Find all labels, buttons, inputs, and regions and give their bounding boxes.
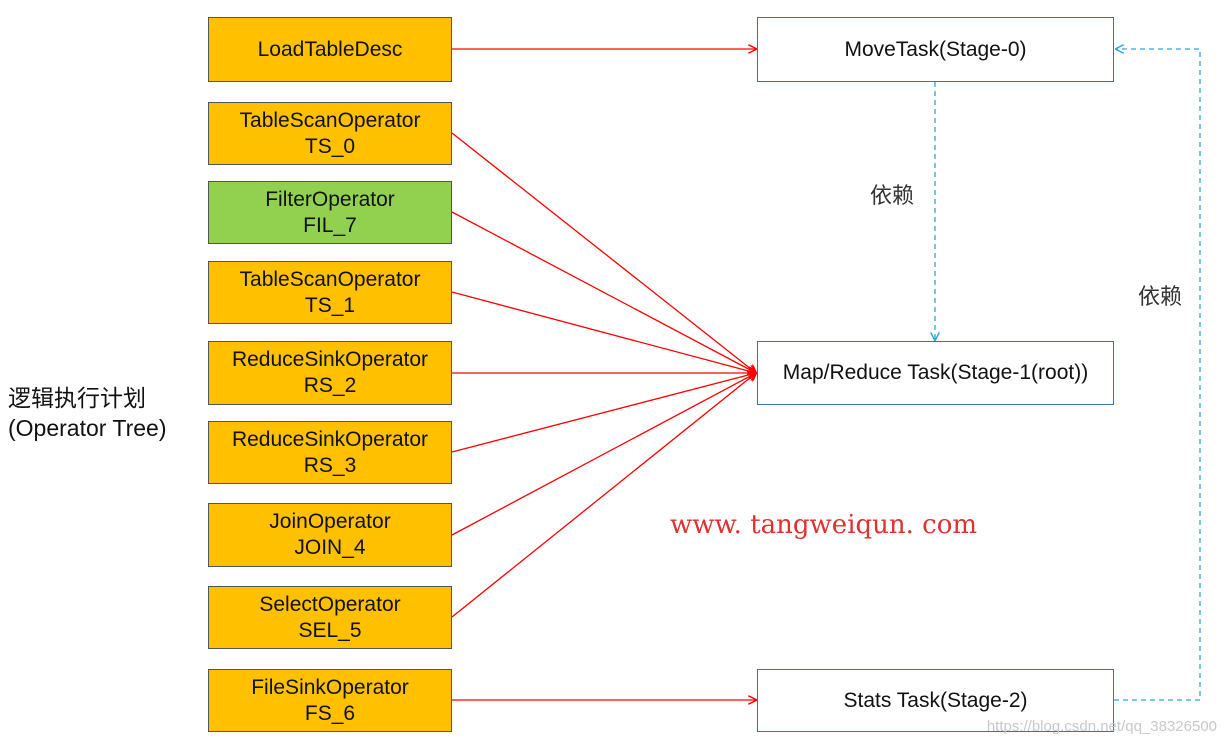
operator-name: JoinOperator bbox=[269, 510, 391, 533]
task-movetask: MoveTask(Stage-0) bbox=[757, 17, 1114, 82]
operator-id: FS_6 bbox=[304, 701, 356, 725]
operator-ts1: TableScanOperator TS_1 bbox=[208, 261, 452, 324]
operator-id: JOIN_4 bbox=[294, 536, 366, 559]
logical-plan-label-line2: (Operator Tree) bbox=[8, 415, 167, 441]
operator-loadtabledesc: LoadTableDesc bbox=[208, 17, 452, 82]
edge-ts1-to-mapreduce bbox=[451, 291, 756, 373]
operator-name: TableScanOperator bbox=[239, 267, 421, 291]
task-label: Map/Reduce Task(Stage-1(root)) bbox=[782, 361, 1089, 384]
operator-join4: JoinOperator JOIN_4 bbox=[208, 503, 452, 567]
task-statstask: Stats Task(Stage-2) bbox=[757, 669, 1114, 732]
source-watermark: https://blog.csdn.net/qq_38326500 bbox=[986, 718, 1217, 735]
operator-name: ReduceSinkOperator bbox=[231, 348, 429, 371]
operator-name: TableScanOperator bbox=[239, 108, 421, 132]
operator-name: SelectOperator bbox=[259, 592, 401, 616]
operator-name: LoadTableDesc bbox=[257, 37, 403, 61]
logical-plan-label-line1: 逻辑执行计划 bbox=[8, 385, 146, 411]
operator-id: SEL_5 bbox=[298, 618, 362, 642]
site-watermark: www. tangweiqun. com bbox=[670, 510, 978, 540]
edge-statstask-depends-movetask bbox=[1114, 49, 1201, 701]
edge-ts0-to-mapreduce bbox=[451, 132, 756, 373]
operator-name: ReduceSinkOperator bbox=[231, 427, 429, 451]
operator-rs2: ReduceSinkOperator RS_2 bbox=[208, 341, 452, 405]
edge-join4-to-mapreduce bbox=[451, 373, 756, 536]
task-label: MoveTask(Stage-0) bbox=[844, 37, 1027, 61]
logical-plan-label: 逻辑执行计划 (Operator Tree) bbox=[8, 383, 167, 443]
operator-name: FilterOperator bbox=[265, 187, 395, 211]
task-label: Stats Task(Stage-2) bbox=[843, 688, 1028, 712]
operator-fil7: FilterOperator FIL_7 bbox=[208, 181, 452, 244]
edge-fil7-to-mapreduce bbox=[451, 211, 756, 373]
dependency-label-stage2: 依赖 bbox=[1138, 285, 1183, 310]
operator-id: TS_1 bbox=[304, 293, 356, 317]
operator-name: FileSinkOperator bbox=[251, 675, 409, 699]
edge-rs3-to-mapreduce bbox=[451, 373, 756, 453]
edge-sel5-to-mapreduce bbox=[451, 373, 756, 618]
operator-ts0: TableScanOperator TS_0 bbox=[208, 102, 452, 165]
operator-sel5: SelectOperator SEL_5 bbox=[208, 586, 452, 649]
operator-fs6: FileSinkOperator FS_6 bbox=[208, 669, 452, 732]
operator-id: FIL_7 bbox=[303, 213, 357, 237]
operator-id: TS_0 bbox=[304, 134, 356, 158]
operator-id: RS_2 bbox=[303, 374, 357, 397]
operator-rs3: ReduceSinkOperator RS_3 bbox=[208, 421, 452, 484]
operator-id: RS_3 bbox=[303, 453, 357, 477]
dependency-label-stage1: 依赖 bbox=[870, 184, 915, 209]
task-mapreduce: Map/Reduce Task(Stage-1(root)) bbox=[757, 341, 1114, 405]
